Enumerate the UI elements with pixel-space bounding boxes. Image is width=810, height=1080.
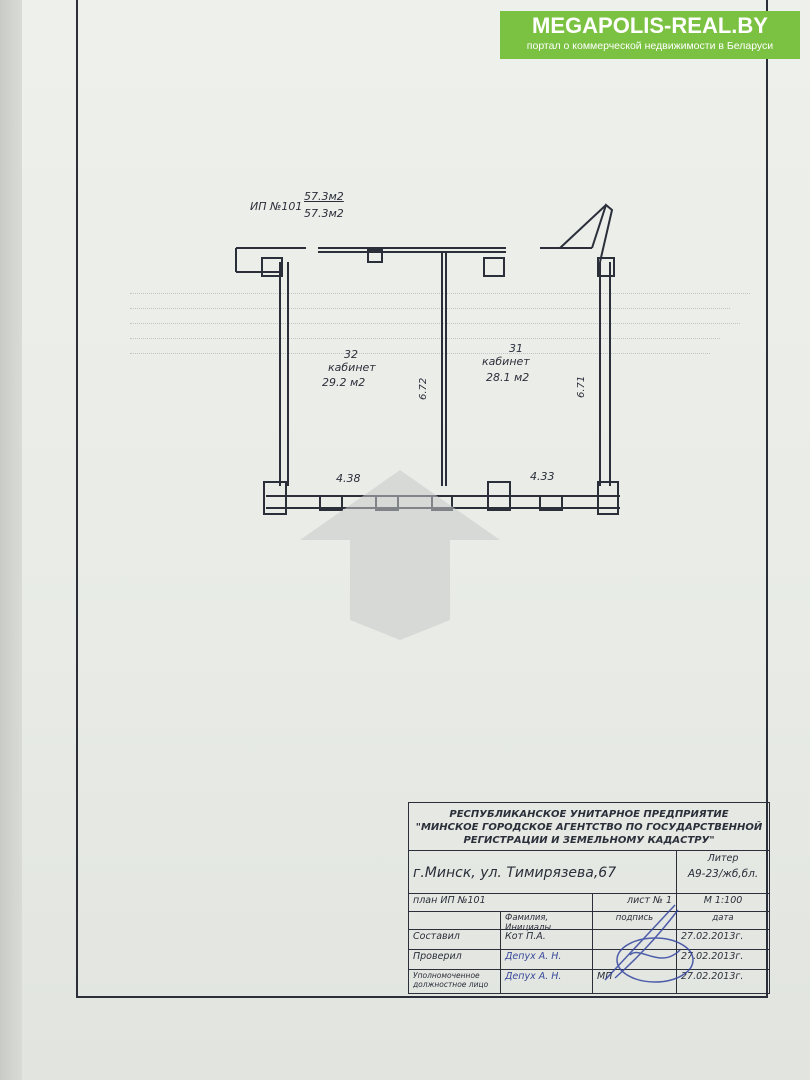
signatory-date: 27.02.2013г.	[681, 951, 744, 962]
drawing-frame	[76, 0, 768, 998]
liter-value: А9-23/жб,бл.	[687, 868, 759, 880]
signatory-row-2: Проверил Депух А. Н. 27.02.2013г.	[409, 949, 769, 970]
signatory-role: Проверил	[409, 949, 501, 969]
dimension-room31-height: 6.71	[576, 375, 587, 398]
plan-name: план ИП №101	[409, 893, 593, 911]
signatory-sign	[593, 949, 677, 969]
org-line-3: РЕГИСТРАЦИИ И ЗЕМЕЛЬНОМУ КАДАСТРУ"	[463, 835, 715, 846]
room-32-name: кабинет	[328, 361, 376, 374]
signature-scrawl	[604, 904, 694, 983]
stamp-mark: МП	[593, 969, 677, 993]
signatory-sign	[593, 929, 677, 949]
liter-cell: Литер А9-23/жб,бл.	[677, 851, 769, 893]
plan-area-total: 57.3м2	[304, 190, 344, 203]
room-31-area: 28.1 м2	[486, 371, 530, 384]
signatory-row-1: Составил Кот П.А. 27.02.2013г.	[409, 929, 769, 950]
signatory-date: 27.02.2013г.	[681, 971, 744, 982]
background-bleed-text	[130, 285, 770, 368]
room-31-number: 31	[509, 342, 523, 355]
logo-subtitle: портал о коммерческой недвижимости в Бел…	[526, 40, 774, 52]
header-sign: подпись	[593, 911, 677, 929]
plan-id-label: ИП №101	[250, 200, 303, 213]
signatory-role: Уполномоченное должностное лицо	[409, 969, 501, 993]
room-32-number: 32	[344, 348, 358, 361]
room-32-area: 29.2 м2	[322, 376, 366, 389]
logo-title: MEGAPOLIS-REAL.BY	[532, 13, 768, 38]
address: г.Минск, ул. Тимирязева,67	[409, 851, 677, 893]
plan-area-useful: 57.3м2	[304, 207, 344, 220]
signatory-row-3: Уполномоченное должностное лицо Депух А.…	[409, 969, 769, 993]
header-row: Фамилия, Инициалы подпись дата	[409, 911, 769, 933]
title-block: РЕСПУБЛИКАНСКОЕ УНИТАРНОЕ ПРЕДПРИЯТИЕ "М…	[408, 802, 770, 994]
header-date: дата	[712, 913, 734, 923]
liter-label: Литер	[707, 853, 739, 864]
signatory-date: 27.02.2013г.	[681, 931, 744, 942]
scale: М 1:100	[703, 895, 743, 906]
dimension-room32-width: 4.38	[336, 472, 361, 485]
dimension-room32-height: 6.72	[418, 377, 429, 400]
signatory-name: Депух А. Н.	[501, 949, 593, 969]
signatory-name: Кот П.А.	[501, 929, 593, 949]
signatory-name: Депух А. Н.	[501, 969, 593, 993]
org-line-1: РЕСПУБЛИКАНСКОЕ УНИТАРНОЕ ПРЕДПРИЯТИЕ	[449, 809, 729, 820]
plan-row: план ИП №101 лист № 1 М 1:100	[409, 893, 769, 912]
address-row: г.Минск, ул. Тимирязева,67 Литер А9-23/ж…	[409, 851, 769, 894]
dimension-room31-width: 4.33	[530, 470, 555, 483]
signatory-role: Составил	[409, 929, 501, 949]
org-line-2: "МИНСКОЕ ГОРОДСКОЕ АГЕНТСТВО ПО ГОСУДАРС…	[415, 822, 763, 833]
sheet-number: лист № 1	[593, 893, 677, 911]
header-name: Фамилия, Инициалы	[501, 911, 593, 933]
header-role-blank	[409, 911, 501, 929]
room-31-name: кабинет	[482, 355, 530, 368]
organization-name: РЕСПУБЛИКАНСКОЕ УНИТАРНОЕ ПРЕДПРИЯТИЕ "М…	[409, 803, 769, 851]
site-logo[interactable]: MEGAPOLIS-REAL.BY портал о коммерческой …	[500, 11, 800, 59]
